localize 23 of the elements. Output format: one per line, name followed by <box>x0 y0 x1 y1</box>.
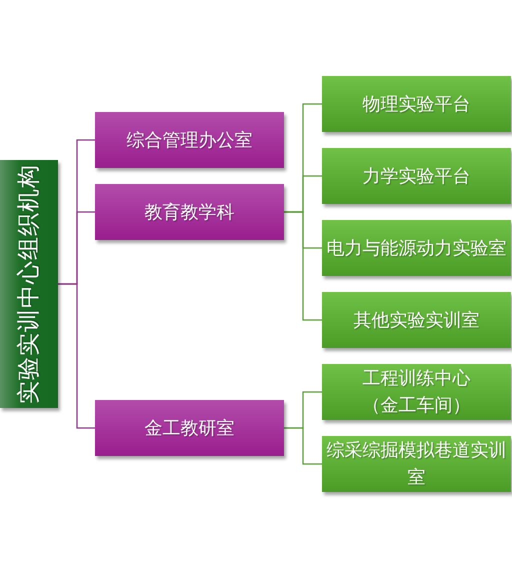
box-label: 金工教研室 <box>144 416 236 440</box>
box-label: 力学实验平台 <box>362 164 472 188</box>
unit-box <box>95 184 284 240</box>
vertical-title-box <box>0 160 58 408</box>
unit-box <box>322 76 511 132</box>
connector-line <box>58 283 95 429</box>
box-label: 综采综掘模拟巷道实训室 <box>326 439 508 490</box>
unit-box <box>95 400 284 456</box>
unit-box <box>322 220 511 276</box>
connector-line <box>284 211 322 321</box>
unit-box <box>322 364 511 420</box>
box-label: 综合管理办公室 <box>126 128 254 152</box>
box-label: 教育教学科 <box>144 200 236 224</box>
box-label: 实验实训中心组织机构 <box>15 164 43 404</box>
unit-box <box>322 292 511 348</box>
box-label: （金工车间） <box>362 394 470 418</box>
unit-box <box>322 148 511 204</box>
box-label: 电力与能源动力实验室 <box>326 236 508 260</box>
connector-line <box>284 427 322 465</box>
box-label: 物理实验平台 <box>362 92 472 116</box>
box-label: 其他实验实训室 <box>352 308 480 332</box>
unit-box <box>95 112 284 168</box>
box-label: 工程训练中心 <box>362 367 470 391</box>
